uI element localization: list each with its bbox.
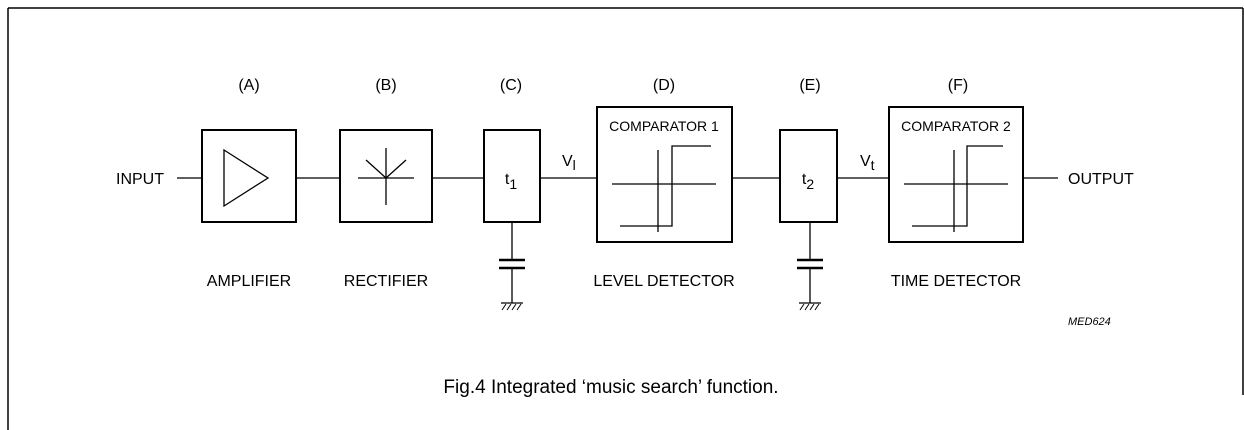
time-detector-name: TIME DETECTOR	[891, 273, 1021, 290]
figure-code: MED624	[1068, 316, 1111, 328]
t1-label: t1	[505, 171, 517, 192]
comparator-2-block	[888, 106, 1024, 243]
input-label: INPUT	[116, 171, 164, 188]
block-f-letter: (F)	[948, 77, 968, 94]
block-d-letter: (D)	[653, 77, 675, 94]
t2-capacitor-ground	[797, 222, 823, 311]
comparator-1-label: COMPARATOR 1	[609, 118, 719, 134]
rectifier-block	[339, 129, 433, 223]
comparator-1-block	[596, 106, 733, 243]
block-c-letter: (C)	[500, 77, 522, 94]
t2-block	[779, 129, 838, 223]
comparator-2-label: COMPARATOR 2	[901, 118, 1011, 134]
output-label: OUTPUT	[1068, 171, 1134, 188]
v-level-signal-label: Vl	[562, 153, 576, 173]
level-detector-name: LEVEL DETECTOR	[593, 273, 734, 290]
amplifier-name: AMPLIFIER	[207, 273, 291, 290]
t2-label: t2	[802, 171, 814, 192]
t1-capacitor-ground	[499, 222, 525, 311]
rectifier-icon	[358, 148, 414, 205]
amplifier-block	[201, 129, 297, 223]
block-a-letter: (A)	[238, 77, 259, 94]
amplifier-triangle-icon	[223, 148, 270, 208]
rectifier-name: RECTIFIER	[344, 273, 428, 290]
block-e-letter: (E)	[799, 77, 820, 94]
hysteresis-curve-icon	[904, 145, 1008, 232]
block-b-letter: (B)	[375, 77, 396, 94]
figure-caption: Fig.4 Integrated ‘music search’ function…	[443, 377, 778, 398]
hysteresis-curve-icon	[612, 145, 716, 232]
v-time-signal-label: Vt	[860, 153, 875, 173]
